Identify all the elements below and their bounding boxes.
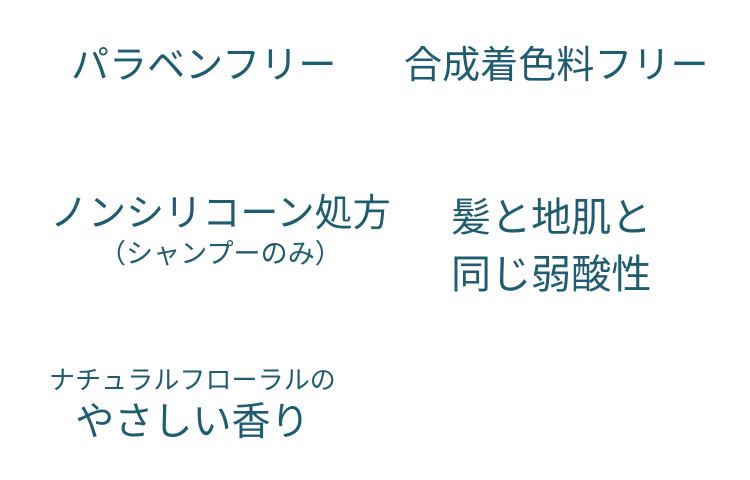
feature-non-silicone-note: （シャンプーのみ） [98, 239, 342, 270]
feature-fragrance-note: ナチュラルフローラルの [49, 365, 336, 395]
feature-paraben-free: パラベンフリー [71, 44, 336, 88]
feature-weak-acidic-line2: 同じ弱酸性 [451, 252, 652, 297]
feature-synthetic-colorant-free: 合成着色料フリー [404, 44, 709, 88]
feature-synthetic-colorant-free-text: 合成着色料フリー [404, 45, 709, 87]
feature-fragrance: ナチュラルフローラルの やさしい香り [49, 365, 336, 445]
feature-non-silicone-text: ノンシリコーン処方 [50, 193, 391, 235]
feature-paraben-free-text: パラベンフリー [71, 45, 337, 87]
feature-fragrance-text: やさしい香り [75, 401, 310, 445]
feature-weak-acidic: 髪と地肌と 同じ弱酸性 [451, 190, 651, 304]
feature-weak-acidic-line1: 髪と地肌と [451, 196, 652, 240]
feature-non-silicone: ノンシリコーン処方 （シャンプーのみ） [50, 192, 391, 270]
